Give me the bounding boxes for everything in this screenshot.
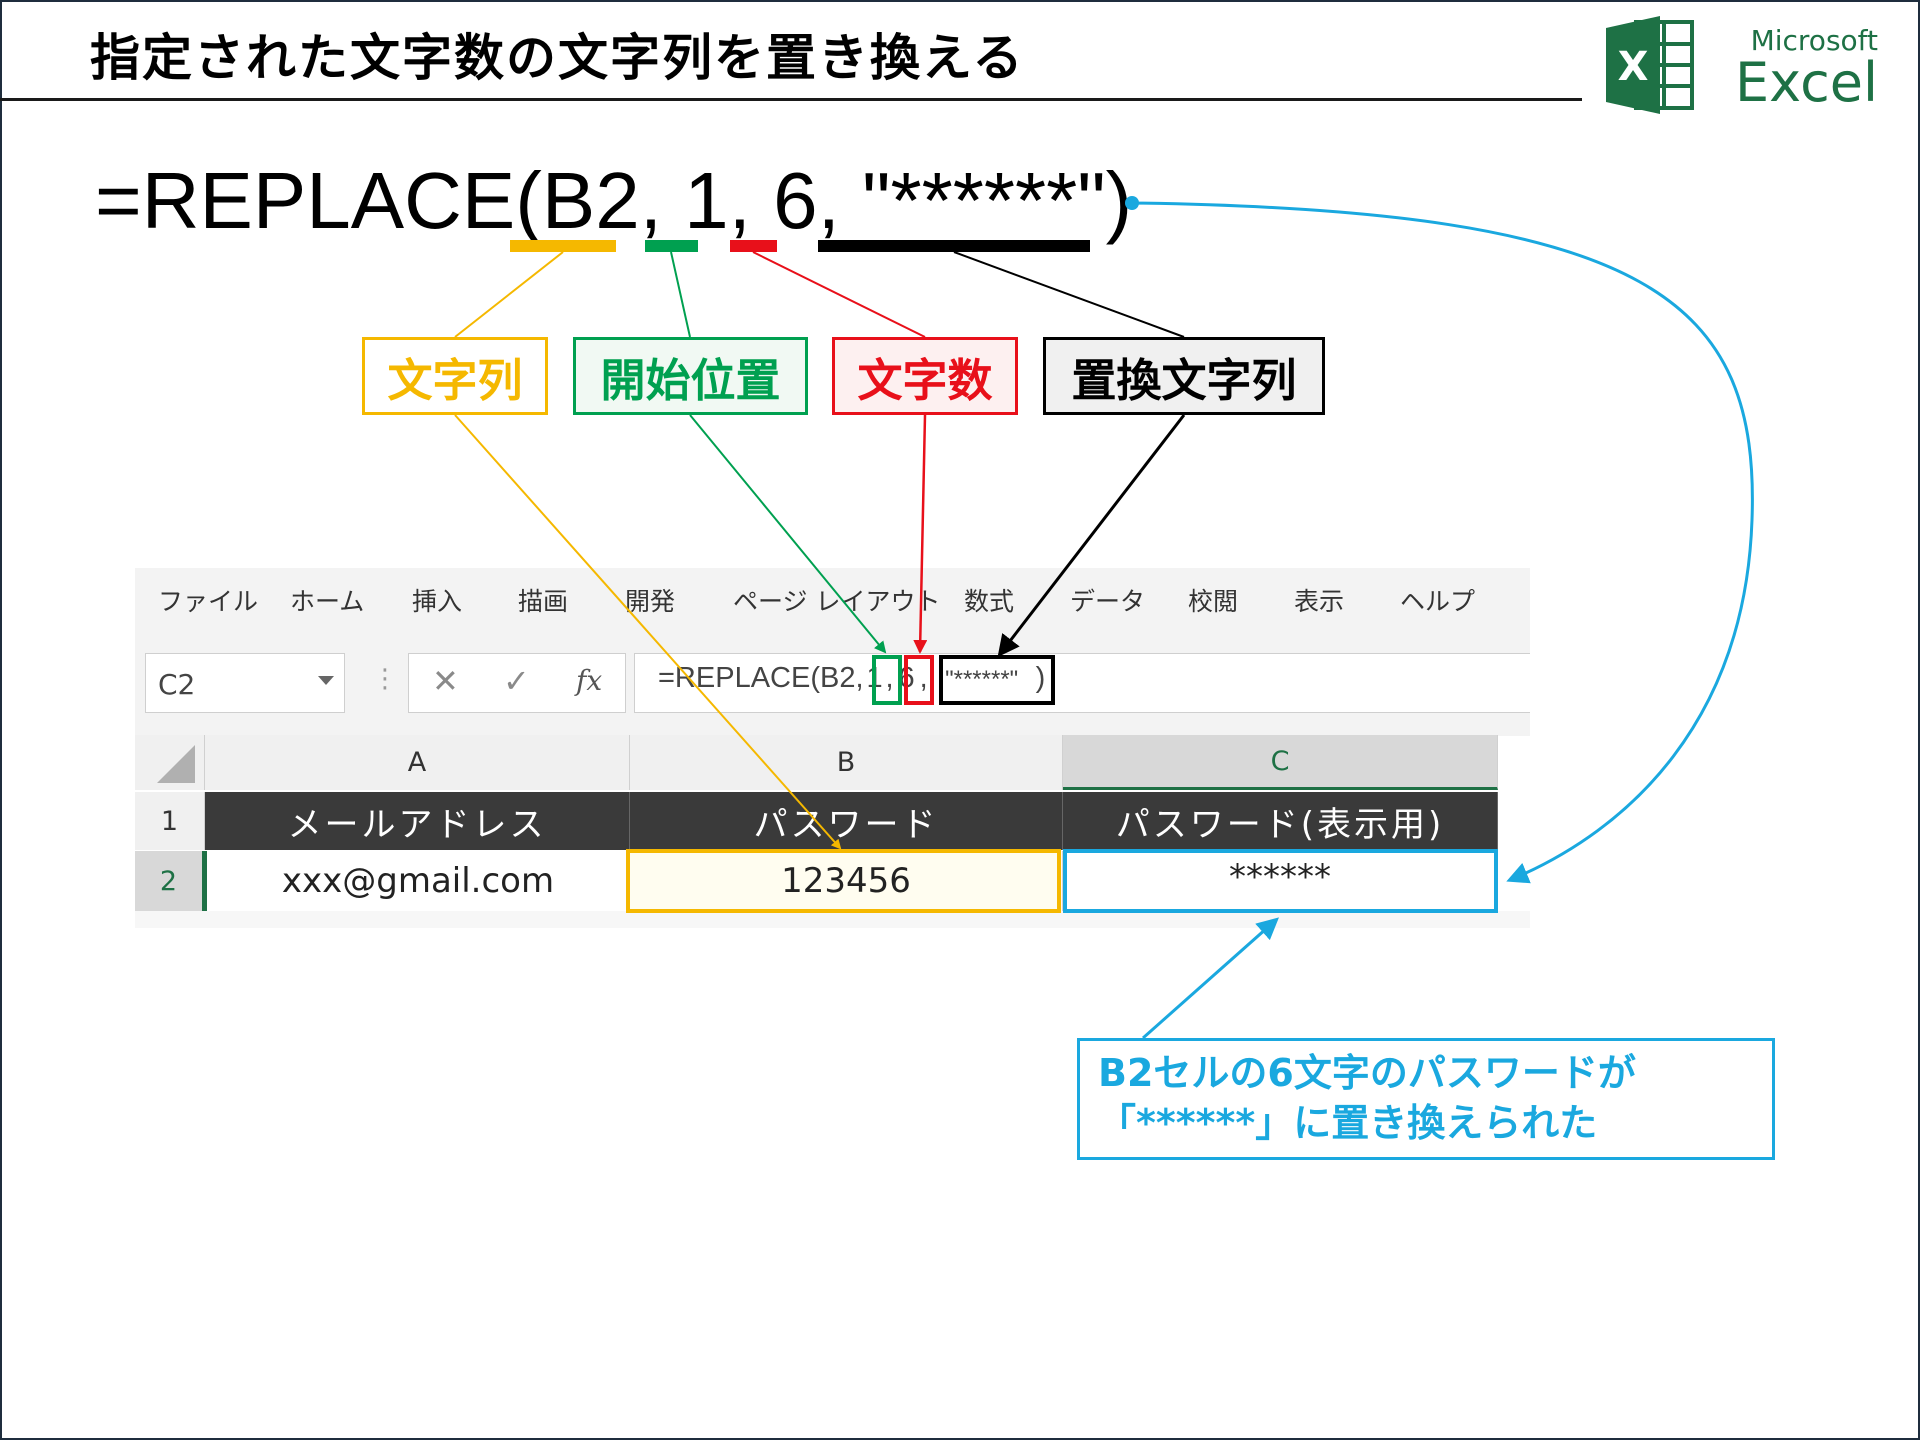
formula-arg-count: 6: [773, 156, 818, 245]
name-box[interactable]: [145, 653, 345, 713]
formula-arg-replace: "******": [862, 156, 1106, 245]
formula-sep: ,: [639, 156, 685, 245]
label-start-position: 開始位置: [573, 337, 808, 415]
result-note: B2セルの6文字のパスワードが 「******」に置き換えられた: [1077, 1038, 1775, 1160]
arrow-string-to-b2: [454, 414, 842, 850]
formula-display: =REPLACE(B2, 1, 6, "******"): [95, 155, 1132, 247]
arrow-count-to-fbar: [913, 414, 928, 654]
cell-b2[interactable]: 123456: [630, 851, 1063, 911]
underline-replace: [818, 240, 1090, 252]
tab-insert[interactable]: 挿入: [412, 587, 463, 616]
tab-data[interactable]: データ: [1070, 587, 1146, 616]
next-row-strip: [135, 911, 1530, 928]
excel-logo-icon: X: [1606, 16, 1694, 114]
page-title: 指定された文字数の文字列を置き換える: [90, 29, 1025, 87]
tab-view[interactable]: 表示: [1294, 587, 1345, 616]
highlight-start-arg: [872, 655, 902, 705]
connector-count-top: [752, 251, 926, 338]
excel-logo-letter: X: [1618, 44, 1649, 90]
arrow-replace-to-fbar: [997, 414, 1186, 658]
highlight-cell-c2: [1063, 849, 1498, 913]
check-icon[interactable]: ✓: [503, 662, 530, 700]
result-note-line1: B2セルの6文字のパスワードが: [1098, 1051, 1636, 1095]
tab-developer[interactable]: 開発: [625, 587, 676, 616]
tab-file[interactable]: ファイル: [158, 587, 259, 616]
title-rule: [0, 98, 1582, 101]
cell-b1[interactable]: パスワード: [630, 792, 1063, 850]
cell-a1[interactable]: メールアドレス: [205, 792, 630, 850]
underline-string: [510, 240, 616, 252]
row-header-2[interactable]: 2: [135, 851, 205, 911]
ribbon-tabs: [135, 568, 1530, 636]
label-string: 文字列: [362, 337, 548, 415]
label-replace-string: 置換文字列: [1043, 337, 1325, 415]
column-header-b[interactable]: B: [630, 735, 1063, 790]
formula-sep: ,: [817, 156, 863, 245]
cell-c1[interactable]: パスワード(表示用): [1063, 792, 1498, 850]
formula-input[interactable]: [634, 653, 1530, 713]
fbar-arg-replace: "******": [945, 666, 1019, 693]
drag-handle-icon[interactable]: ⋮: [372, 664, 398, 694]
result-note-line2: 「******」に置き換えられた: [1098, 1101, 1598, 1145]
arrow-start-to-fbar: [689, 414, 887, 654]
tab-review[interactable]: 校閲: [1188, 587, 1239, 616]
cell-c2[interactable]: ******: [1063, 851, 1498, 911]
select-all-corner[interactable]: [135, 735, 205, 790]
brand-microsoft: Microsoft: [1750, 24, 1878, 57]
cell-a2[interactable]: xxx@gmail.com: [205, 851, 630, 911]
column-header-c[interactable]: C: [1063, 735, 1498, 790]
formula-input-text: =REPLACE(B2,1,6,"******"): [658, 662, 1046, 694]
highlight-cell-b2: [626, 849, 1061, 913]
tab-formulas[interactable]: 数式: [964, 587, 1015, 616]
row-header-1[interactable]: 1: [135, 792, 205, 850]
label-char-count: 文字数: [832, 337, 1018, 415]
connector-start-top: [670, 251, 691, 338]
arrow-formula-to-c2: [1131, 201, 1754, 884]
column-header-a[interactable]: A: [205, 735, 630, 790]
formula-arg-string: B2: [541, 156, 640, 245]
connector-string-top: [454, 251, 564, 338]
formula-sep: ,: [728, 156, 774, 245]
fx-icon[interactable]: fx: [576, 664, 603, 697]
formula-buttons: [408, 653, 626, 713]
connector-replace-top: [953, 251, 1185, 338]
formula-arg-start: 1: [684, 156, 729, 245]
tab-home[interactable]: ホーム: [290, 587, 365, 616]
brand-excel: Excel: [1734, 51, 1878, 114]
underline-start: [645, 240, 698, 252]
arrow-note-to-c2: [1142, 917, 1279, 1040]
underline-count: [730, 240, 777, 252]
tab-help[interactable]: ヘルプ: [1400, 587, 1476, 616]
tab-draw[interactable]: 描画: [518, 587, 569, 616]
cancel-icon[interactable]: ✕: [432, 662, 459, 700]
chevron-down-icon[interactable]: [318, 676, 334, 685]
formula-prefix: =REPLACE(: [95, 156, 542, 245]
highlight-count-arg: [904, 655, 934, 705]
highlight-replace-arg: [939, 655, 1055, 705]
name-box-value: C2: [158, 668, 196, 701]
